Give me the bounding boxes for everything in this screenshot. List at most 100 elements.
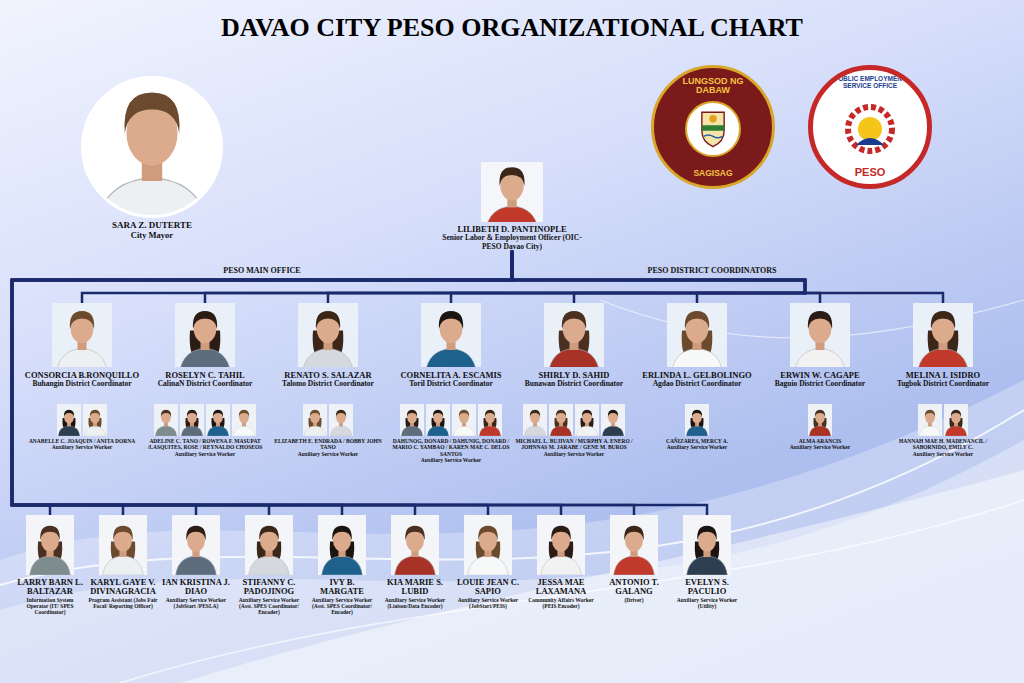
hair: [439, 311, 463, 329]
person-name: LILIBETH D. PANTINOPLE: [437, 225, 587, 234]
person-name: STIFANNY C. PADOJINOG: [234, 578, 304, 596]
photo-placeholder: [99, 515, 147, 575]
person-name: KIA MARIE S. LUBID: [380, 578, 450, 596]
hair: [530, 410, 540, 418]
person-name: RENATO S. SALAZAR: [268, 371, 388, 380]
person-silhouette: [452, 404, 476, 436]
photo-placeholder: [206, 404, 230, 436]
shield-wave: [704, 135, 723, 138]
body: [427, 426, 449, 436]
position-title: Auxiliary Service Worker (Liaison/Data E…: [380, 597, 450, 610]
photo-ground: [175, 303, 235, 367]
position-title: Toril District Coordinator: [391, 380, 511, 388]
photo-ground: [180, 404, 204, 436]
person-card: LOUIE JEAN C. SAPIOAuxiliary Service Wor…: [453, 515, 523, 609]
photo-ground: [318, 515, 366, 575]
person-name: ADELINE C. TANO / ROWENA F. MASUPAT /LAS…: [145, 438, 265, 451]
position-title: Agdao District Coordinator: [637, 380, 757, 388]
person-card: EVELYN S. PACULIOAuxiliary Service Worke…: [672, 515, 742, 609]
shield: [702, 112, 724, 146]
connector-line: [12, 251, 634, 515]
person-card: ANABELLE C. JOAQUIN / ANITA DORNAAuxilia…: [22, 404, 142, 451]
hair: [70, 311, 94, 329]
hair: [64, 410, 74, 418]
photo-ground: [478, 404, 502, 436]
wave-line: [120, 500, 1024, 683]
hair: [459, 410, 469, 418]
photo-placeholder: [601, 404, 625, 436]
seal-shield: [687, 103, 739, 155]
person-silhouette: [808, 404, 832, 436]
logo-seal: PUBLIC EMPLOYMENT SERVICE OFFICEPESO: [808, 65, 932, 189]
person-name: ERWIN W. CAGAPE: [760, 371, 880, 380]
photo-ground: [154, 404, 178, 436]
photo-ground: [790, 303, 850, 367]
position-title: Auxiliary Service Worker (Utility): [672, 597, 742, 610]
photo-ground: [83, 404, 107, 436]
person-silhouette: [683, 515, 731, 575]
body: [919, 426, 941, 436]
person-name: MELINA I. ISIDRO: [883, 371, 1003, 380]
photo-ground: [464, 515, 512, 575]
body: [550, 426, 572, 436]
branch-label: PESO DISTRICT COORDINATORS: [648, 266, 777, 276]
person-name: JESSA MAE LAXAMANA: [526, 578, 596, 596]
hair: [624, 526, 643, 540]
person-name: ROSELYN C. TAHIL: [145, 371, 265, 380]
person-silhouette: [303, 404, 327, 436]
hair: [239, 410, 249, 418]
person-card: IVY B. MARGATEAuxiliary Service Worker (…: [307, 515, 377, 616]
photo-placeholder: [790, 303, 850, 367]
photo-ground: [913, 303, 973, 367]
person-card: SARA Z. DUTERTECity Mayor: [57, 76, 247, 240]
photo-placeholder: [318, 515, 366, 575]
photo-placeholder: [683, 515, 731, 575]
hair: [186, 526, 205, 540]
photo-ground: [232, 404, 256, 436]
body: [945, 426, 967, 436]
person-silhouette: [172, 515, 220, 575]
gear: [848, 107, 892, 151]
photo-placeholder: [913, 303, 973, 367]
hair: [90, 410, 100, 418]
body: [304, 426, 326, 436]
body: [426, 349, 477, 368]
position-title: Tugbok District Coordinator: [883, 380, 1003, 388]
person-silhouette: [57, 404, 81, 436]
peso-emblem: [842, 101, 898, 157]
photo-placeholder: [523, 404, 547, 436]
position-title: Auxiliary Service Worker (JobStart /PESL…: [161, 597, 231, 610]
photo-placeholder: [172, 515, 220, 575]
person-silhouette: [154, 404, 178, 436]
person-name: IAN KRISTINA J. DIAO: [161, 578, 231, 596]
photo-placeholder: [667, 303, 727, 367]
hair: [405, 526, 424, 540]
person-silhouette: [391, 515, 439, 575]
person-card: ELIZABETH E. ENDRADA / BOBBY JOHN TANOAu…: [268, 404, 388, 457]
person-card: STIFANNY C. PADOJINOGAuxiliary Service W…: [234, 515, 304, 616]
person-silhouette: [298, 303, 358, 367]
person-silhouette: [329, 404, 353, 436]
person-card: LARRY BARN L. BALTAZARInformation System…: [15, 515, 85, 616]
person-card: MICHAEL L. BUJIVAN / MURPHY A. ENERO / J…: [514, 404, 634, 457]
body: [330, 426, 352, 436]
hair: [951, 410, 961, 418]
position-title: Talomo District Coordinator: [268, 380, 388, 388]
person-silhouette: [610, 515, 658, 575]
hair: [259, 526, 278, 540]
seal-center: [685, 101, 741, 157]
person-card: RENATO S. SALAZARTalomo District Coordin…: [268, 303, 388, 389]
photo-ground: [452, 404, 476, 436]
hair: [485, 410, 495, 418]
hair: [332, 526, 351, 540]
photo-placeholder: [549, 404, 573, 436]
person-silhouette: [537, 515, 585, 575]
body: [549, 349, 600, 368]
person-silhouette: [913, 303, 973, 367]
person-card: DAHUNOG, DONARD / DAHUNIG, DONARD / MARI…: [391, 404, 511, 463]
photo-placeholder: [298, 303, 358, 367]
seal-subtext: SAGISAG: [678, 169, 748, 178]
person-silhouette: [478, 404, 502, 436]
photo-placeholder: [685, 404, 709, 436]
person-silhouette: [83, 404, 107, 436]
